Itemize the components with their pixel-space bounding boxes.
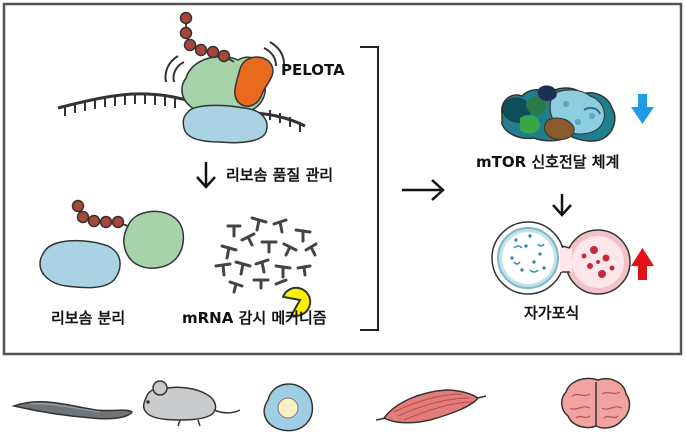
- increase-arrow-icon: [631, 248, 654, 280]
- stall-motion-marks: [164, 41, 285, 83]
- down-arrow-icon-2: [552, 194, 572, 217]
- cell-icon: [263, 383, 314, 432]
- nascent-peptide: [179, 11, 235, 63]
- dissociated-subunits: [39, 199, 185, 289]
- right-arrow-icon: [402, 179, 445, 201]
- large-subunit-free: [123, 210, 185, 269]
- down-arrow-icon: [196, 162, 216, 189]
- mrna-surveillance-label: mRNA 감시 메커니즘: [182, 309, 327, 327]
- small-subunit: [182, 104, 268, 144]
- autophagy-fusion: [491, 221, 631, 295]
- mouse-icon: [142, 380, 241, 427]
- decrease-arrow-icon: [631, 94, 654, 124]
- ribosome-dissociation-label: 리보솜 분리: [51, 309, 126, 327]
- exonuclease-icon: [281, 286, 312, 317]
- mrna-fragments: [214, 216, 318, 294]
- brain-icon: [561, 377, 631, 429]
- main-frame: [2, 2, 683, 356]
- pelota-protein: [234, 56, 274, 107]
- stalled-ribosome-complex: [57, 11, 306, 144]
- worm-icon: [11, 400, 134, 420]
- quality-control-label: 리보솜 품질 관리: [226, 166, 334, 184]
- released-peptide: [71, 199, 129, 229]
- mtor-complex: [501, 85, 616, 142]
- bracket: [360, 46, 379, 331]
- autophagy-label: 자가포식: [524, 304, 580, 322]
- muscle-icon: [375, 389, 487, 424]
- small-subunit-free: [39, 239, 121, 289]
- mtor-signaling-label: mTOR 신호전달 체계: [476, 153, 620, 171]
- pelota-label: PELOTA: [281, 61, 345, 79]
